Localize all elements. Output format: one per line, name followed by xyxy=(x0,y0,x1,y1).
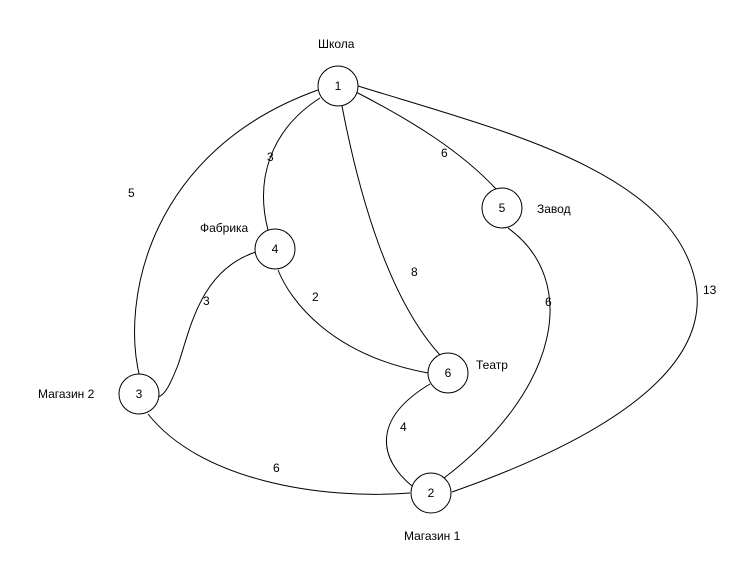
node-name-5: Завод xyxy=(537,202,571,216)
edge-weight-1-4: 3 xyxy=(267,150,274,164)
edge-1-6 xyxy=(341,105,441,356)
node-label-2: 2 xyxy=(428,486,435,500)
node-2: 2 xyxy=(410,472,452,514)
edge-weight-3-2: 6 xyxy=(273,461,280,475)
edge-weight-5-2: 6 xyxy=(545,295,552,309)
node-label-3: 3 xyxy=(136,387,143,401)
edge-weight-1-5: 6 xyxy=(441,146,448,160)
edge-1-3 xyxy=(134,89,319,379)
edge-weight-6-2: 4 xyxy=(400,420,407,434)
node-name-3: Магазин 2 xyxy=(38,387,95,401)
edge-3-2 xyxy=(147,413,411,495)
names-layer: Школа Магазин 1 Магазин 2 Фабрика Завод … xyxy=(38,37,571,543)
edge-6-2 xyxy=(385,383,431,487)
edge-weight-4-6: 2 xyxy=(312,290,319,304)
node-1: 1 xyxy=(317,65,359,107)
node-label-1: 1 xyxy=(335,79,342,93)
edge-weight-1-6: 8 xyxy=(411,265,418,279)
edge-1-5 xyxy=(355,91,498,191)
edge-5-2 xyxy=(443,227,551,479)
edge-weight-1-2: 13 xyxy=(703,283,717,297)
node-name-6: Театр xyxy=(476,358,508,372)
edge-1-4 xyxy=(263,97,321,231)
node-3: 3 xyxy=(118,373,160,415)
edge-weight-1-3: 5 xyxy=(128,186,135,200)
node-name-2: Магазин 1 xyxy=(404,529,461,543)
weights-layer: 5 3 8 6 13 3 2 6 4 6 xyxy=(128,146,717,475)
node-4: 4 xyxy=(254,228,296,270)
node-5: 5 xyxy=(481,187,523,229)
edge-weight-4-3: 3 xyxy=(203,294,210,308)
node-6: 6 xyxy=(427,352,469,394)
node-name-4: Фабрика xyxy=(200,221,249,235)
edge-4-3 xyxy=(157,251,257,398)
edges-layer xyxy=(134,85,698,495)
edge-4-6 xyxy=(277,269,429,374)
edge-1-2 xyxy=(357,85,698,493)
node-label-6: 6 xyxy=(445,366,452,380)
node-label-4: 4 xyxy=(272,242,279,256)
node-label-5: 5 xyxy=(499,201,506,215)
nodes-layer: 1 2 3 4 5 6 xyxy=(118,65,523,514)
node-name-1: Школа xyxy=(318,37,355,51)
